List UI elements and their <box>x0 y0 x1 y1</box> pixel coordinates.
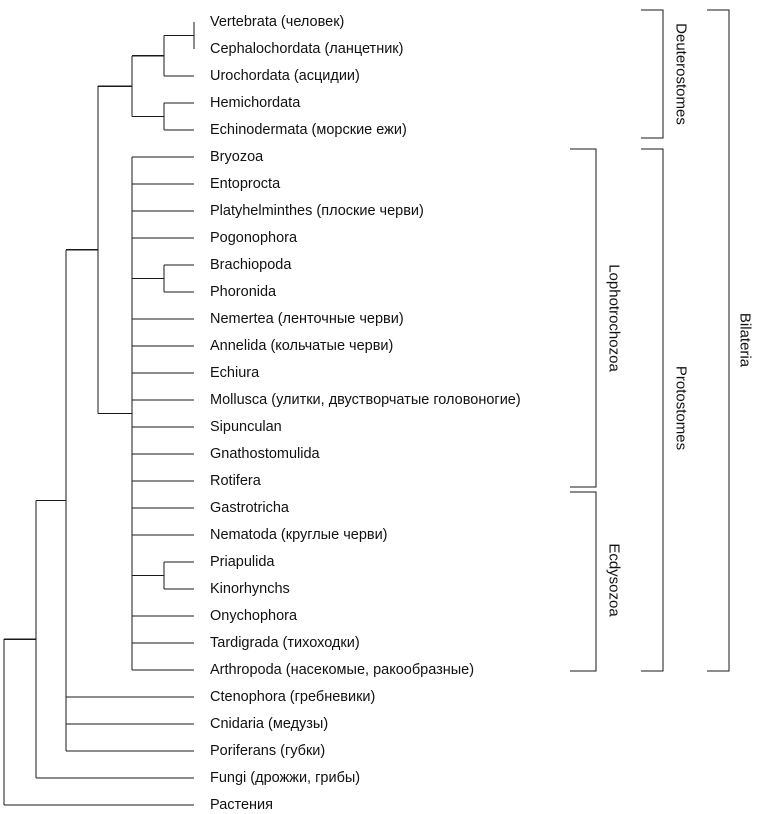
taxon-label: Platyhelminthes (плоские черви) <box>210 203 424 219</box>
bracket-lophotrochozoa <box>570 148 597 488</box>
bracket-bilateria <box>707 9 730 672</box>
taxon-label: Bryozoa <box>210 149 264 165</box>
bracket-protostomes <box>641 148 664 672</box>
taxon-label: Poriferans (губки) <box>210 743 326 759</box>
taxon-label: Priapulida <box>210 554 275 570</box>
taxon-label: Cephalochordata (ланцетник) <box>210 41 404 57</box>
taxon-label: Mollusca (улитки, двустворчатые головоно… <box>210 392 521 408</box>
taxon-label: Echiura <box>210 365 260 381</box>
taxon-label: Arthropoda (насекомые, ракообразные) <box>210 662 475 678</box>
taxon-label: Gnathostomulida <box>210 446 320 462</box>
taxon-label: Nematoda (круглые черви) <box>210 527 388 543</box>
taxon-label: Растения <box>210 797 274 813</box>
taxon-label: Sipunculan <box>210 419 282 435</box>
taxon-label: Phoronida <box>210 284 277 300</box>
taxon-label: Fungi (дрожжи, грибы) <box>210 770 361 786</box>
group-label-ecdysozoa: Ecdysozoa <box>605 543 623 617</box>
taxon-label: Vertebrata (человек) <box>210 14 345 30</box>
taxon-label: Onychophora <box>210 608 298 624</box>
group-label-bilateria: Bilateria <box>736 312 754 368</box>
taxon-label: Nemertea (ленточные черви) <box>210 311 404 327</box>
taxon-label: Rotifera <box>210 473 261 489</box>
taxon-label: Echinodermata (морские ежи) <box>210 122 407 138</box>
bracket-deuterostomes <box>641 9 664 139</box>
taxon-label: Entoprocta <box>210 176 281 192</box>
taxon-label: Kinorhynchs <box>210 581 290 597</box>
group-label-lophotrochozoa: Lophotrochozoa <box>605 264 623 372</box>
taxon-label: Annelida (кольчатые черви) <box>210 338 394 354</box>
taxon-label: Cnidaria (медузы) <box>210 716 329 732</box>
group-label-protostomes: Protostomes <box>672 365 690 451</box>
taxon-label: Gastrotricha <box>210 500 289 516</box>
taxon-label: Urochordata (асцидии) <box>210 68 360 84</box>
taxon-label: Brachiopoda <box>210 257 292 273</box>
taxon-label: Hemichordata <box>210 95 301 111</box>
taxon-label: Ctenophora (гребневики) <box>210 689 376 705</box>
bracket-ecdysozoa <box>570 491 597 672</box>
taxon-label: Tardigrada (тихоходки) <box>210 635 360 651</box>
taxon-label: Pogonophora <box>210 230 298 246</box>
group-label-deuterostomes: Deuterostomes <box>672 23 690 125</box>
